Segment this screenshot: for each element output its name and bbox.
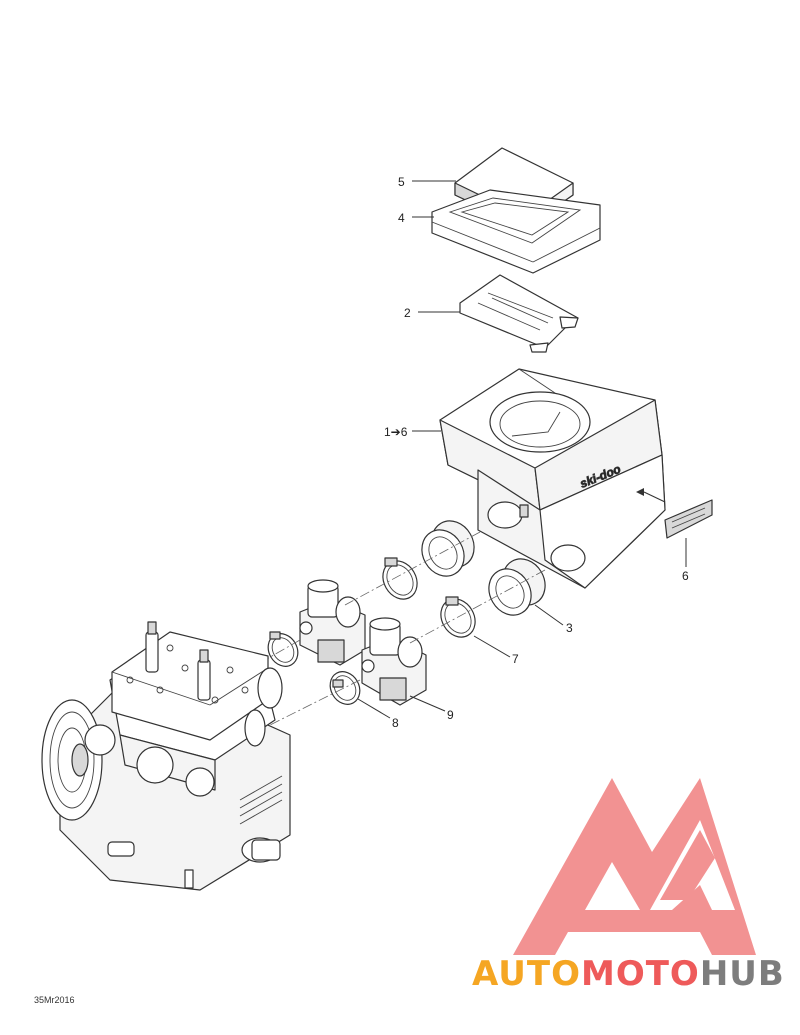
part-2-plate[interactable]	[459, 274, 579, 353]
engine-assembly	[41, 621, 291, 891]
callout-2: 2	[404, 306, 411, 320]
brand-auto: AUTO	[472, 954, 581, 994]
callout-5: 5	[398, 175, 405, 189]
drawing-code: 35Mr2016	[34, 995, 75, 1005]
part-8-clamps[interactable]	[262, 628, 365, 709]
callout-6: 6	[682, 569, 689, 583]
leader-lines	[357, 180, 687, 719]
callout-8: 8	[392, 716, 399, 730]
part-4-filter-frame[interactable]	[431, 189, 601, 274]
brand-moto: MOTO	[581, 954, 700, 994]
part-1-air-silencer[interactable]: ski-doo	[439, 368, 666, 589]
callout-7: 7	[512, 652, 519, 666]
part-6-decal[interactable]	[636, 488, 713, 539]
callouts: 5 4 2 1➔6 6 3 7 8 9	[384, 175, 689, 730]
part-3-rubber-adaptors[interactable]	[414, 513, 554, 623]
callout-3: 3	[566, 621, 573, 635]
part-9-carburetors[interactable]	[299, 579, 427, 706]
brand-watermark-logo	[513, 778, 756, 955]
svg-text:AUTOMOTOHUB: AUTOMOTOHUB	[472, 954, 785, 994]
brand-watermark-text: AUTOMOTOHUB	[472, 954, 785, 994]
brand-hub: HUB	[700, 954, 785, 994]
callout-1-to-6: 1➔6	[384, 425, 408, 439]
callout-9: 9	[447, 708, 454, 722]
callout-4: 4	[398, 211, 405, 225]
